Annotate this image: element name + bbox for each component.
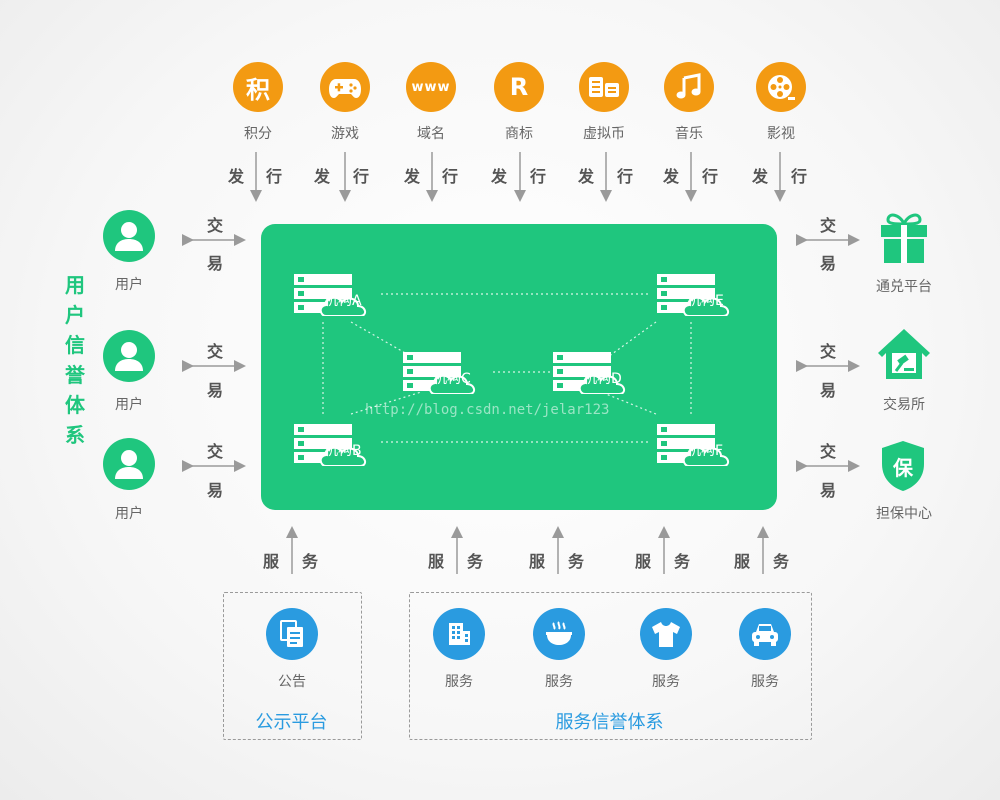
top-item-label: 域名 bbox=[417, 126, 445, 142]
service-label: 务 bbox=[674, 552, 691, 571]
top-item-label: 积分 bbox=[244, 126, 272, 142]
trade-label: 交 bbox=[820, 216, 837, 235]
right-item-label: 通兑平台 bbox=[876, 279, 932, 295]
gift-icon bbox=[881, 213, 927, 263]
service-label: 务 bbox=[302, 552, 319, 571]
service-item-label: 服务 bbox=[445, 674, 473, 690]
building-icon bbox=[433, 608, 485, 660]
service-system-box bbox=[409, 592, 812, 740]
trade-label: 易 bbox=[820, 481, 837, 500]
gamepad-icon bbox=[320, 62, 370, 112]
service-label: 服 bbox=[529, 552, 546, 571]
points-icon: 积 bbox=[233, 62, 283, 112]
institution-node[interactable]: 机构D bbox=[553, 350, 639, 394]
top-item-label: 游戏 bbox=[331, 126, 359, 142]
issue-label: 行 bbox=[530, 167, 547, 186]
node-label: 机构B bbox=[324, 443, 362, 459]
watermark: http://blog.csdn.net/jelar123 bbox=[365, 402, 610, 418]
public-platform-title: 公示平台 bbox=[255, 712, 328, 733]
user-label: 用户 bbox=[115, 506, 143, 522]
node-links bbox=[322, 293, 692, 443]
institution-node[interactable]: 机构E bbox=[657, 272, 743, 316]
node-label: 机构D bbox=[583, 371, 622, 387]
node-label: 机构F bbox=[687, 443, 724, 459]
music-note-icon bbox=[664, 62, 714, 112]
issue-label: 行 bbox=[266, 167, 283, 186]
node-label: 机构C bbox=[433, 371, 471, 387]
issue-label: 发 bbox=[578, 167, 595, 186]
issue-label: 发 bbox=[663, 167, 680, 186]
node-label: 机构E bbox=[687, 293, 724, 309]
trademark-icon: R bbox=[494, 62, 544, 112]
institution-node[interactable]: 机构B bbox=[294, 422, 380, 466]
issue-label: 发 bbox=[404, 167, 421, 186]
coins-icon bbox=[579, 62, 629, 112]
right-item-label: 担保中心 bbox=[876, 506, 932, 522]
guarantee-glyph: 保 bbox=[893, 456, 913, 480]
issue-label: 行 bbox=[353, 167, 370, 186]
issue-label: 行 bbox=[791, 167, 808, 186]
user-avatar-icon bbox=[103, 438, 155, 490]
public-platform-box bbox=[223, 592, 362, 740]
institution-node[interactable]: 机构C bbox=[403, 350, 489, 394]
issue-label: 行 bbox=[617, 167, 634, 186]
service-label: 服 bbox=[428, 552, 445, 571]
tshirt-icon bbox=[640, 608, 692, 660]
service-item-label: 服务 bbox=[652, 674, 680, 690]
user-label: 用户 bbox=[115, 277, 143, 293]
issue-label: 发 bbox=[491, 167, 508, 186]
user-label: 用户 bbox=[115, 397, 143, 413]
node-label: 机构A bbox=[324, 293, 362, 309]
service-item-label: 服务 bbox=[751, 674, 779, 690]
film-reel-icon bbox=[756, 62, 806, 112]
trade-label: 交 bbox=[207, 442, 224, 461]
food-bowl-icon bbox=[533, 608, 585, 660]
trade-label: 易 bbox=[207, 254, 224, 273]
service-label: 务 bbox=[773, 552, 790, 571]
user-reputation-title: 用户信誉体系 bbox=[65, 273, 85, 447]
service-label: 务 bbox=[568, 552, 585, 571]
car-icon bbox=[739, 608, 791, 660]
top-item-label: 商标 bbox=[505, 126, 533, 142]
service-label: 务 bbox=[467, 552, 484, 571]
user-avatar-icon bbox=[103, 210, 155, 262]
announcement-label: 公告 bbox=[278, 674, 306, 690]
trade-label: 易 bbox=[207, 381, 224, 400]
domain-icon: www bbox=[406, 62, 456, 112]
right-item-label: 交易所 bbox=[883, 397, 925, 413]
trade-label: 交 bbox=[207, 216, 224, 235]
service-item-label: 服务 bbox=[545, 674, 573, 690]
guarantee-shield-icon: 保 bbox=[880, 440, 926, 492]
document-icon bbox=[266, 608, 318, 660]
institution-node[interactable]: 机构F bbox=[657, 422, 743, 466]
issue-label: 行 bbox=[702, 167, 719, 186]
service-label: 服 bbox=[263, 552, 280, 571]
trade-label: 易 bbox=[820, 254, 837, 273]
issue-label: 行 bbox=[442, 167, 459, 186]
service-label: 服 bbox=[635, 552, 652, 571]
trade-label: 易 bbox=[207, 481, 224, 500]
top-item-label: 影视 bbox=[767, 126, 795, 142]
trade-label: 交 bbox=[207, 342, 224, 361]
top-item-label: 虚拟币 bbox=[583, 126, 625, 142]
institution-node[interactable]: 机构A bbox=[294, 272, 380, 316]
top-item-label: 音乐 bbox=[675, 126, 703, 142]
trade-label: 交 bbox=[820, 342, 837, 361]
service-label: 服 bbox=[734, 552, 751, 571]
user-avatar-icon bbox=[103, 330, 155, 382]
trade-label: 易 bbox=[820, 381, 837, 400]
issue-label: 发 bbox=[752, 167, 769, 186]
issue-label: 发 bbox=[314, 167, 331, 186]
exchange-house-icon bbox=[878, 329, 930, 379]
issue-label: 发 bbox=[228, 167, 245, 186]
trade-label: 交 bbox=[820, 442, 837, 461]
service-system-title: 服务信誉体系 bbox=[555, 712, 664, 733]
